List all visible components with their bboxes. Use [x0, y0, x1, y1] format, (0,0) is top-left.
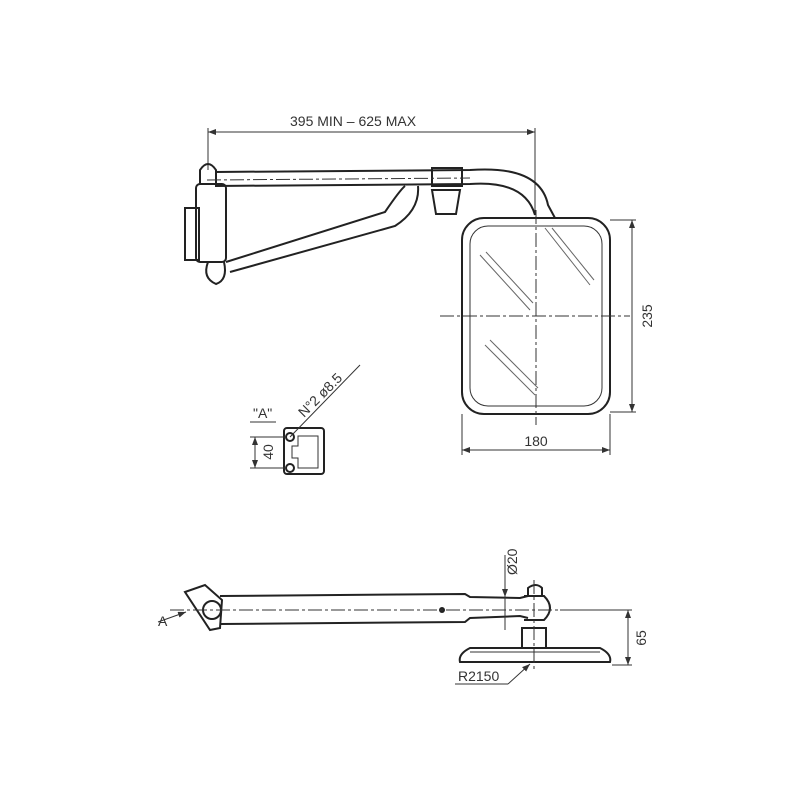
mirror-arm: [206, 167, 556, 273]
arm-length-label: 395 MIN – 625 MAX: [290, 113, 417, 129]
mirror-head-front: [440, 210, 630, 425]
section-label: "A": [253, 405, 272, 421]
radius-label: R2150: [458, 668, 499, 684]
holes-label: N°2 ø8.5: [295, 369, 346, 420]
depth-label: 65: [633, 630, 649, 646]
section-a-detail: "A" N°2 ø8.5 40: [250, 364, 361, 475]
tube-diameter-label: Ø20: [504, 548, 520, 575]
mirror-height-label: 235: [639, 304, 655, 328]
top-view: 395 MIN – 625 MAX: [184, 113, 655, 455]
mounting-bracket: [184, 163, 227, 286]
mirror-width-label: 180: [524, 433, 548, 449]
hole-spacing-label: 40: [260, 444, 276, 460]
view-arrow-label: A: [158, 613, 168, 629]
side-view: Ø20 65 R2150 A: [157, 548, 649, 685]
